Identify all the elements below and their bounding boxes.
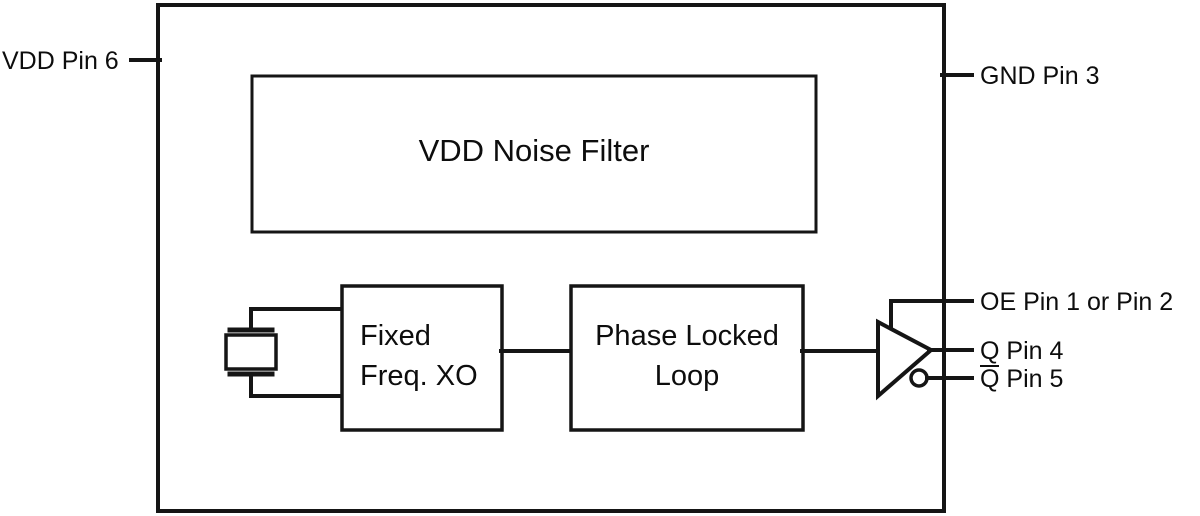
- pin-label-oe: OE Pin 1 or Pin 2: [980, 288, 1174, 316]
- phase-locked-loop-label-line2: Loop: [654, 360, 720, 392]
- vdd-noise-filter-label: VDD Noise Filter: [418, 133, 650, 168]
- oe-pin-line: [889, 299, 974, 331]
- pin-label-q: Q Pin 4: [980, 337, 1064, 365]
- vdd-noise-filter-block: [250, 74, 818, 234]
- pin-label-gnd: GND Pin 3: [980, 62, 1100, 90]
- pin-label-vdd: VDD Pin 6: [2, 47, 119, 75]
- crystal-top-lead: [249, 307, 345, 332]
- device-package-outline: [156, 3, 946, 513]
- output-buffer-triangle: [876, 318, 935, 401]
- pin-label-qbar: Q Pin 5: [980, 365, 1063, 393]
- inverter-bubble-icon: [909, 368, 929, 388]
- pin-label-qbar-rest: Pin 5: [999, 365, 1064, 393]
- phase-locked-loop-block: [569, 284, 805, 432]
- crystal-resonator-body: [224, 333, 278, 371]
- crystal-bottom-lead: [249, 372, 345, 398]
- fixed-freq-xo-block: [340, 284, 504, 432]
- phase-locked-loop-label-line1: Phase Locked: [595, 320, 779, 352]
- pin-label-qbar-overline: Q: [980, 365, 1000, 393]
- fixed-freq-xo-label-line1: Fixed: [360, 320, 431, 352]
- fixed-freq-xo-label-line2: Freq. XO: [360, 360, 478, 392]
